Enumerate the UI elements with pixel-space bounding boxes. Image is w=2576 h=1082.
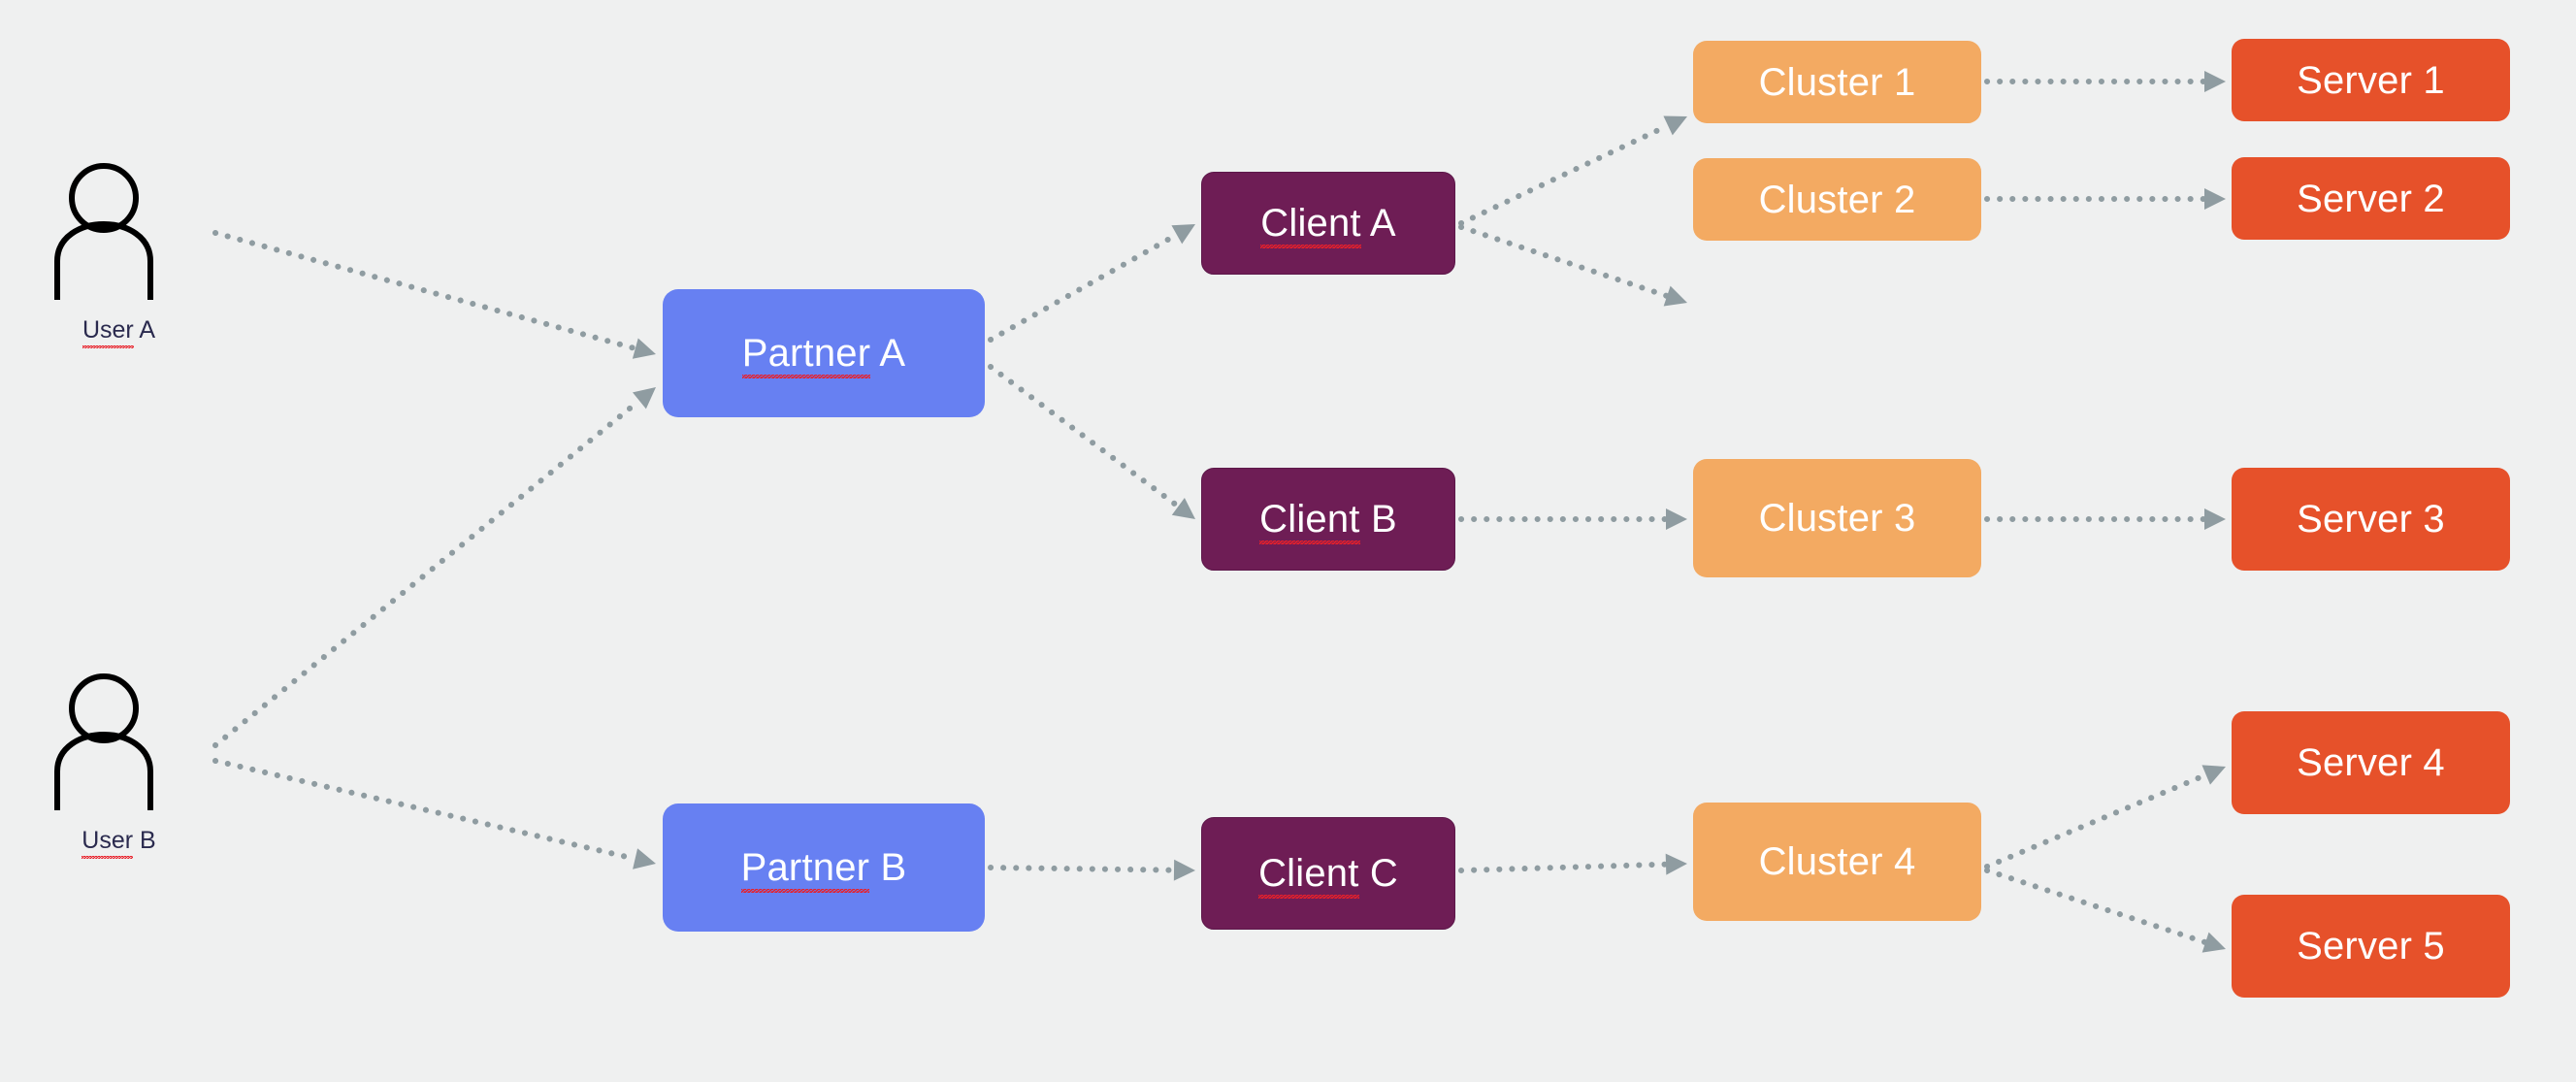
node-server-2[interactable]: Server 2 xyxy=(2232,157,2510,240)
node-partner-a-rest: A xyxy=(870,332,906,375)
edge-user-a-partner-a-arrowhead xyxy=(632,338,656,359)
node-cluster-4-label: Cluster 4 xyxy=(1758,840,1916,883)
node-server-5[interactable]: Server 5 xyxy=(2232,895,2510,998)
edge-partner-b-client-c-arrowhead xyxy=(1173,859,1195,881)
node-client-c-rest: C xyxy=(1358,852,1398,895)
edge-cluster-4-server-5-arrowhead xyxy=(2201,932,2226,953)
actor-user-a-rest: A xyxy=(133,316,156,344)
node-partner-a-word: Partner xyxy=(741,332,871,379)
node-server-3-label: Server 3 xyxy=(2297,498,2445,541)
edge-client-c-cluster-4 xyxy=(1458,861,1670,873)
actor-user-b[interactable]: User B xyxy=(44,668,194,859)
node-partner-a[interactable]: Partner A xyxy=(663,289,985,417)
node-partner-b-label: Partner B xyxy=(740,846,907,894)
node-client-a-word: Client xyxy=(1260,202,1362,249)
edge-client-a-cluster-2 xyxy=(1458,224,1671,300)
node-server-4-label: Server 4 xyxy=(2297,741,2445,784)
node-client-b-word: Client xyxy=(1259,498,1361,545)
node-server-1[interactable]: Server 1 xyxy=(2232,39,2510,121)
node-server-2-label: Server 2 xyxy=(2297,177,2445,220)
node-cluster-1-label: Cluster 1 xyxy=(1758,60,1916,104)
node-cluster-1[interactable]: Cluster 1 xyxy=(1693,41,1981,123)
person-icon xyxy=(54,163,153,300)
edge-user-b-partner-a xyxy=(212,397,642,748)
node-server-1-label: Server 1 xyxy=(2297,58,2445,102)
edge-cluster-2-server-2-arrowhead xyxy=(2204,188,2226,210)
node-cluster-2-label: Cluster 2 xyxy=(1758,178,1916,221)
edge-user-a-partner-a xyxy=(212,230,638,352)
actor-user-b-word: User xyxy=(82,827,134,859)
edge-partner-a-client-a xyxy=(988,231,1180,343)
node-partner-a-label: Partner A xyxy=(741,332,906,379)
actor-user-b-label: User B xyxy=(44,827,194,859)
node-server-3[interactable]: Server 3 xyxy=(2232,468,2510,571)
edge-client-a-cluster-1-arrowhead xyxy=(1663,115,1687,136)
node-client-a[interactable]: Client A xyxy=(1201,172,1455,275)
edge-cluster-4-server-5 xyxy=(1984,868,2209,946)
edge-cluster-3-server-3-arrowhead xyxy=(2204,508,2226,530)
person-icon xyxy=(54,673,153,810)
node-cluster-4[interactable]: Cluster 4 xyxy=(1693,803,1981,921)
node-partner-b-rest: B xyxy=(869,846,907,889)
edge-partner-a-client-b-arrowhead xyxy=(1171,498,1195,519)
edge-partner-a-client-b xyxy=(988,364,1182,509)
actor-user-b-rest: B xyxy=(133,827,156,854)
edge-user-b-partner-b xyxy=(212,758,638,862)
actor-user-a[interactable]: User A xyxy=(44,157,194,348)
edge-partner-b-client-c xyxy=(988,865,1178,873)
node-client-c-label: Client C xyxy=(1258,852,1398,900)
edge-cluster-4-server-4 xyxy=(1984,771,2209,869)
node-partner-b-word: Partner xyxy=(740,846,870,894)
edge-client-c-cluster-4-arrowhead xyxy=(1665,853,1687,875)
node-server-5-label: Server 5 xyxy=(2297,925,2445,967)
edge-client-a-cluster-1 xyxy=(1458,122,1672,226)
edge-cluster-4-server-4-arrowhead xyxy=(2201,765,2226,785)
node-partner-b[interactable]: Partner B xyxy=(663,803,985,932)
node-client-b-rest: B xyxy=(1359,498,1397,541)
edge-partner-a-client-a-arrowhead xyxy=(1171,224,1195,245)
node-client-a-rest: A xyxy=(1360,202,1396,245)
node-client-b[interactable]: Client B xyxy=(1201,468,1455,571)
node-client-c[interactable]: Client C xyxy=(1201,817,1455,930)
edge-cluster-1-server-1-arrowhead xyxy=(2204,71,2226,92)
node-server-4[interactable]: Server 4 xyxy=(2232,711,2510,814)
edge-user-b-partner-b-arrowhead xyxy=(633,848,656,869)
actor-user-a-label: User A xyxy=(44,316,194,348)
node-client-a-label: Client A xyxy=(1260,202,1396,249)
edge-client-b-cluster-3-arrowhead xyxy=(1666,508,1687,530)
node-cluster-2[interactable]: Cluster 2 xyxy=(1693,158,1981,241)
node-client-c-word: Client xyxy=(1258,852,1360,900)
node-cluster-3[interactable]: Cluster 3 xyxy=(1693,459,1981,577)
node-client-b-label: Client B xyxy=(1259,498,1397,545)
edge-user-b-partner-a-arrowhead xyxy=(632,387,656,410)
edge-client-a-cluster-2-arrowhead xyxy=(1663,285,1687,307)
node-cluster-3-label: Cluster 3 xyxy=(1758,497,1916,540)
actor-user-a-word: User xyxy=(82,316,134,348)
